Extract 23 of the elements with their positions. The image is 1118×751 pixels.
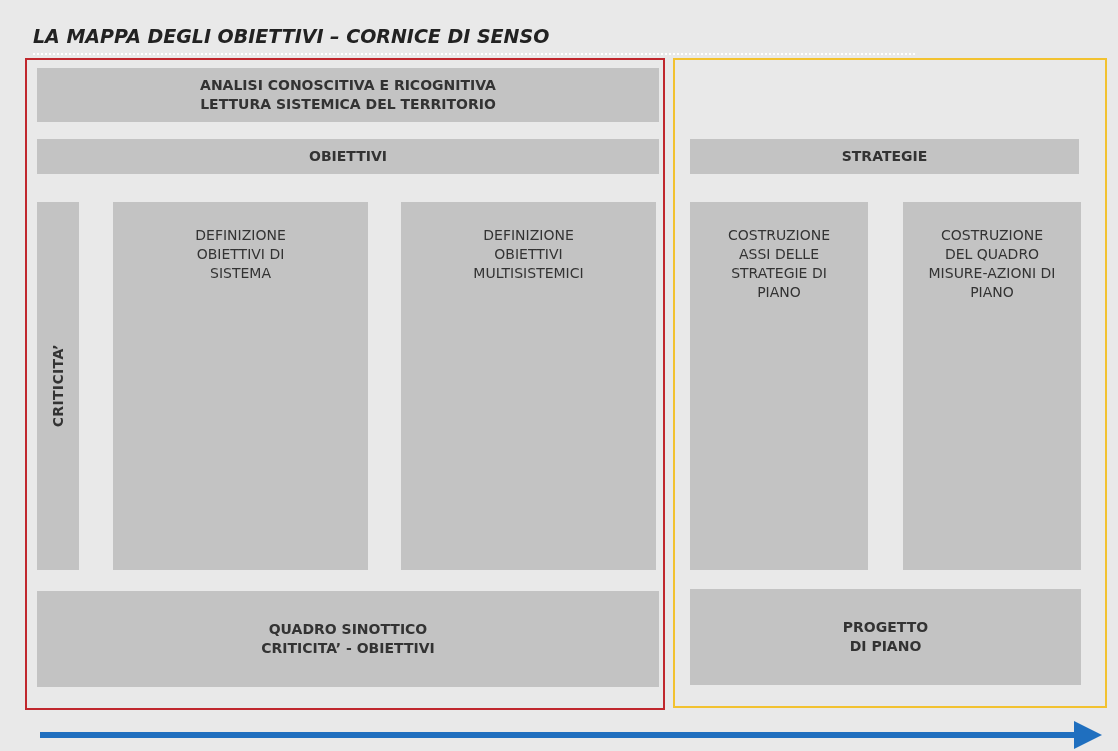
node-label: OBIETTIVI bbox=[309, 147, 387, 166]
label-box bbox=[690, 589, 1081, 685]
node-label: PROGETTO DI PIANO bbox=[841, 618, 930, 656]
label-box bbox=[37, 591, 659, 687]
label-box bbox=[690, 139, 1079, 174]
frame bbox=[25, 58, 665, 710]
node-label: CRITICITA’ bbox=[48, 344, 67, 428]
node-label: QUADRO SINOTTICO CRITICITA’ - OBIETTIVI bbox=[260, 620, 436, 658]
node-label: ANALISI CONOSCITIVA E RICOGNITIVA LETTURA SISTEMICA DEL TERRITORIO bbox=[199, 76, 497, 114]
node-label: DEFINIZIONE OBIETTIVI MULTISISTEMICI bbox=[472, 226, 585, 283]
label-box bbox=[690, 202, 868, 570]
label-box bbox=[37, 68, 659, 122]
label-box bbox=[37, 202, 79, 570]
node-label: DEFINIZIONE OBIETTIVI DI SISTEMA bbox=[194, 226, 287, 283]
node-label: COSTRUZIONE DEL QUADRO MISURE-AZIONI DI PIANO bbox=[928, 226, 1056, 302]
label-box bbox=[903, 202, 1081, 570]
label-box bbox=[113, 202, 368, 570]
frame bbox=[673, 58, 1107, 708]
title: LA MAPPA DEGLI OBIETTIVI – CORNICE DI SENSO bbox=[33, 22, 915, 55]
node-label: STRATEGIE bbox=[841, 147, 928, 166]
label-box bbox=[401, 202, 656, 570]
node-label: COSTRUZIONE ASSI DELLE STRATEGIE DI PIANO bbox=[727, 226, 831, 302]
label-box bbox=[37, 139, 659, 174]
